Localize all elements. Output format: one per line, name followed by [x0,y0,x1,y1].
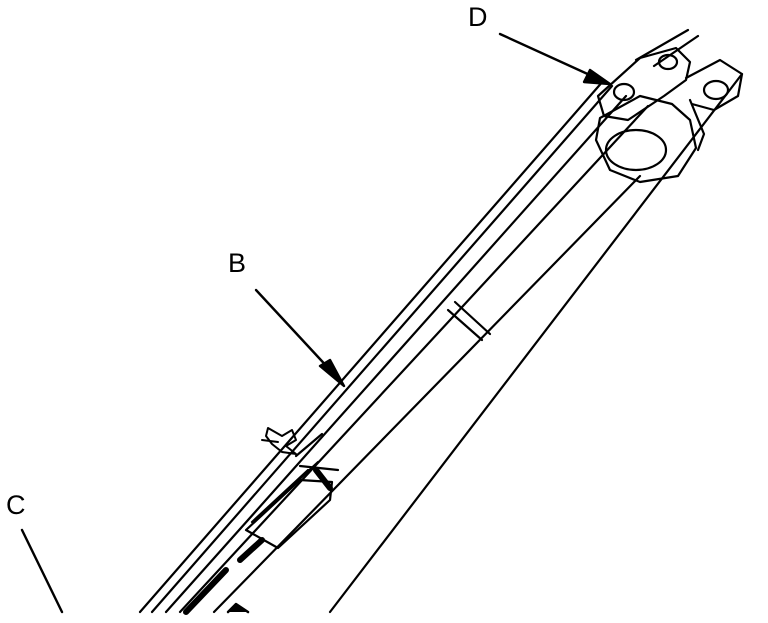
column-tube [212,72,744,614]
lower-collar [244,432,340,550]
leader-line-c [20,528,64,614]
callout-label-d: D [468,2,488,32]
arrowhead-b [318,358,346,388]
lower-partial-arrow [226,602,250,614]
shaft-sleeve [138,78,650,614]
leader-lines [20,32,612,614]
upper-universal-joint [594,28,744,184]
arrowhead-d [582,68,612,86]
retaining-clip [261,427,297,455]
leader-line-d [498,32,594,78]
leader-line-b [254,288,334,374]
shaft-detail-marks [183,467,333,615]
callout-label-b: B [228,248,247,278]
callout-label-c: C [6,490,26,520]
